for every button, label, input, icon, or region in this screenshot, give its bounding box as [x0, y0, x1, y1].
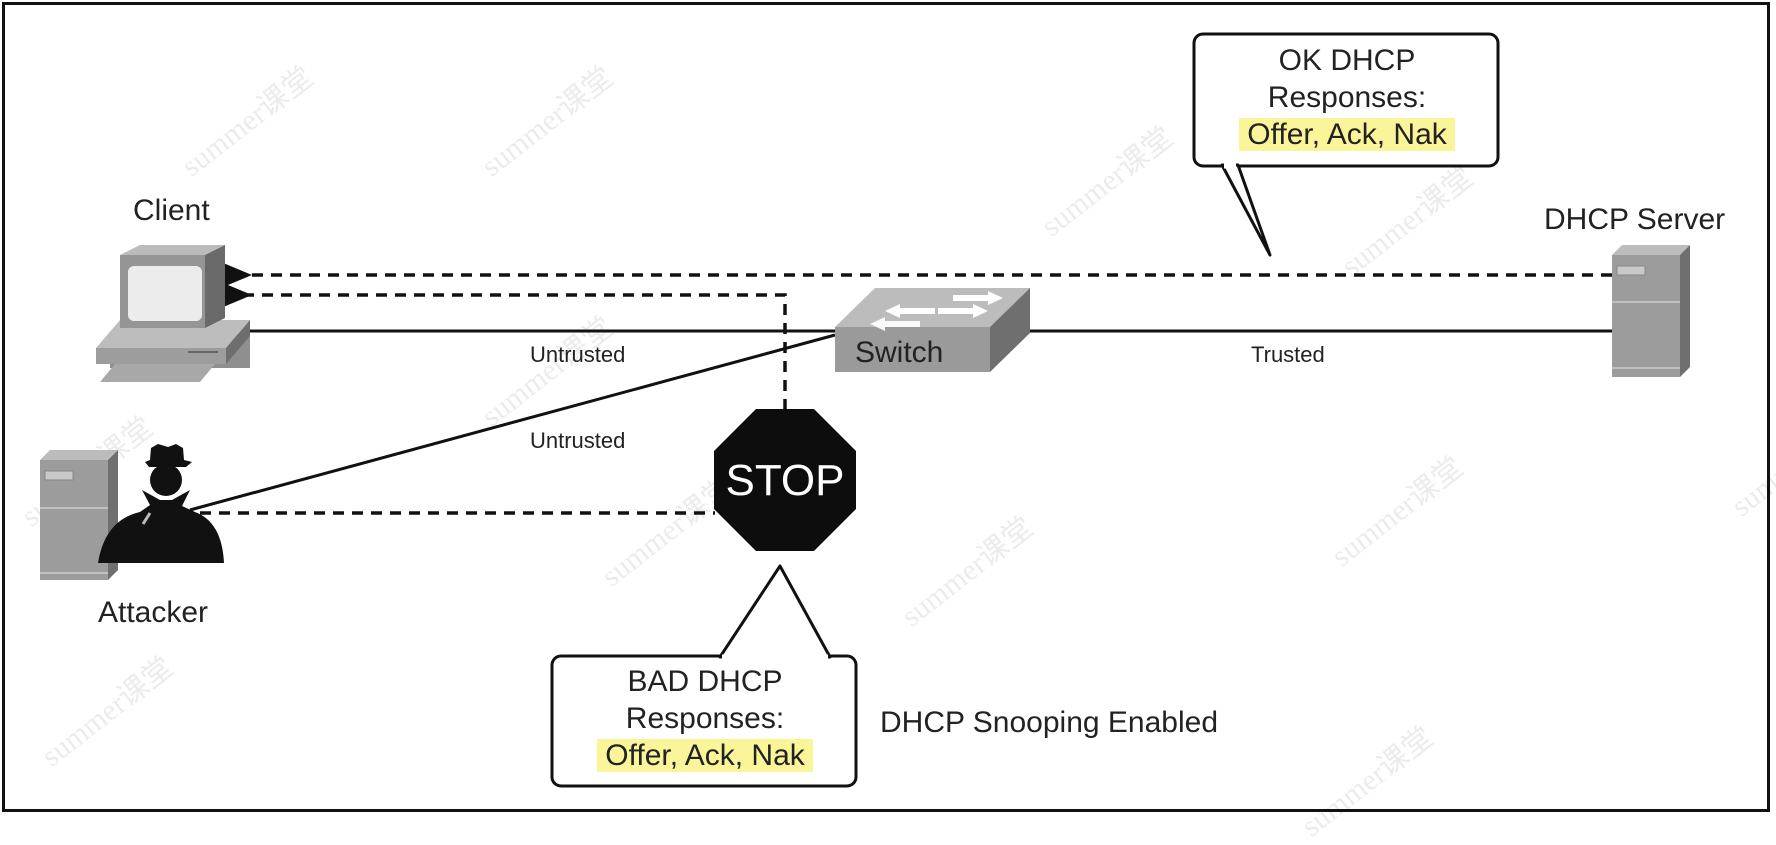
flow-attacker-to-client: [210, 277, 787, 410]
link-attacker-switch: [189, 333, 836, 512]
dhcp-server-label: DHCP Server: [1544, 203, 1726, 236]
diagram-canvas: [40, 32, 1690, 788]
server-icon: [1612, 245, 1690, 377]
link-label-attacker-switch: Untrusted: [530, 428, 626, 453]
bad-callout-line1: BAD DHCP: [627, 665, 783, 698]
switch-icon: [835, 288, 1030, 372]
ok-callout-line2: Responses:: [1267, 81, 1427, 114]
link-label-client-switch: Untrusted: [530, 342, 626, 367]
attacker-icon: [98, 444, 224, 563]
bad-callout-highlight: Offer, Ack, Nak: [597, 739, 813, 772]
snooping-note: DHCP Snooping Enabled: [880, 706, 1219, 739]
ok-callout-text: OK DHCP Responses: Offer, Ack, Nak: [1197, 42, 1497, 153]
ok-callout-highlight: Offer, Ack, Nak: [1239, 118, 1455, 151]
client-label: Client: [133, 194, 210, 227]
stop-sign-icon: [714, 409, 856, 551]
pc-icon: [96, 245, 250, 382]
bad-callout-line2: Responses:: [625, 702, 785, 735]
attacker-label: Attacker: [98, 596, 209, 629]
ok-callout-line1: OK DHCP: [1278, 44, 1416, 77]
bad-callout-text: BAD DHCP Responses: Offer, Ack, Nak: [555, 663, 855, 774]
switch-label: Switch: [855, 336, 944, 369]
stop-label: STOP: [725, 456, 845, 505]
link-label-switch-server: Trusted: [1251, 342, 1325, 367]
